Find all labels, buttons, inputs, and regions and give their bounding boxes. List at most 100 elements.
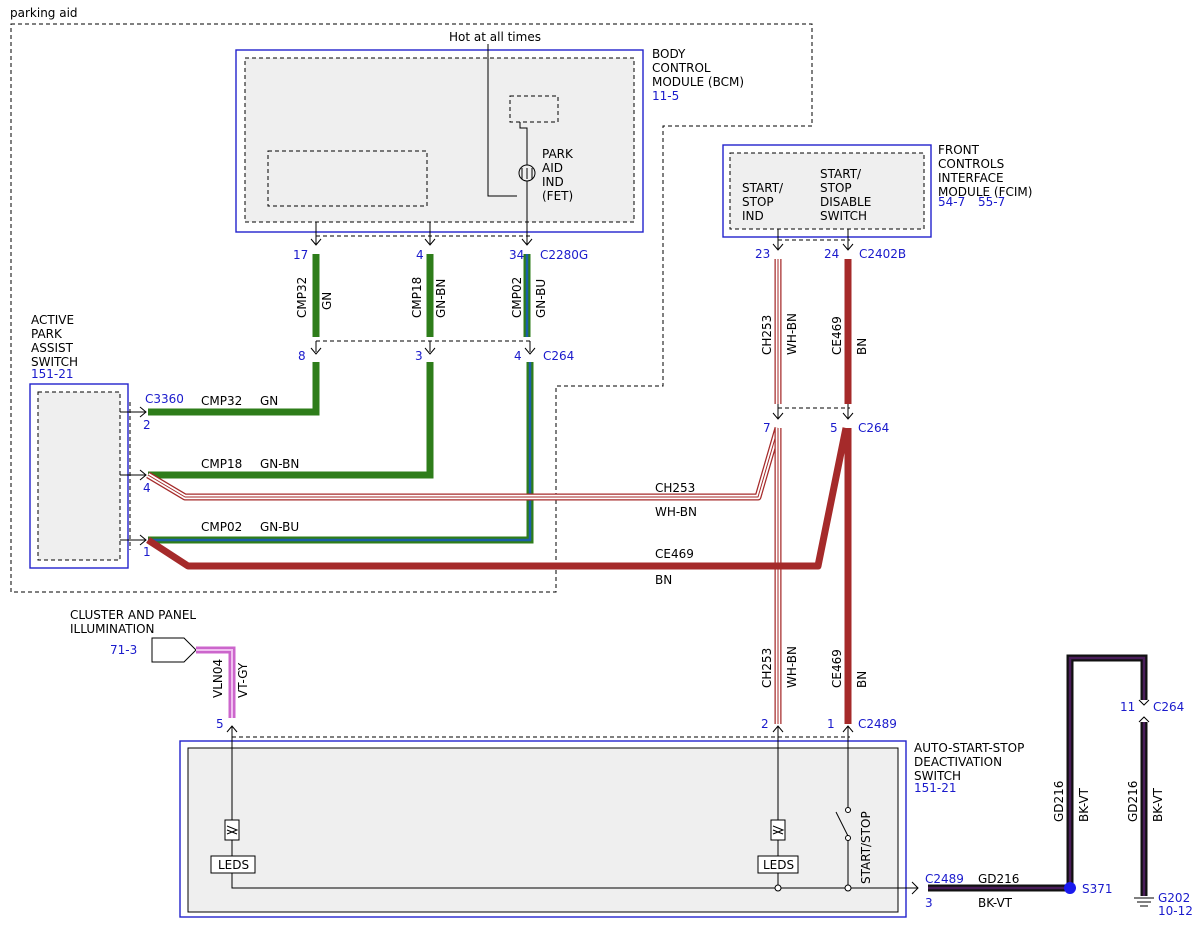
pin-3: 3 — [415, 349, 423, 363]
wire-label-ch253-h: CH253 — [655, 481, 695, 495]
apas-pin-arrows — [120, 406, 147, 546]
switch-contact-bottom — [845, 835, 851, 841]
pin-4-c264: 4 — [514, 349, 522, 363]
apas-body — [37, 391, 121, 561]
wire-label-cmp18-h: CMP18 — [201, 457, 242, 471]
svg-text:BN: BN — [855, 671, 869, 688]
switch-junction — [844, 884, 852, 892]
fcim-ref-1: 54-7 — [938, 195, 965, 209]
connector-c264-mid: C264 — [858, 421, 889, 435]
wire-cmp18 — [148, 254, 434, 479]
led1-resistor-coil — [226, 825, 239, 835]
wire-label-vln04: VLN04 — [211, 659, 225, 698]
wire-ce469 — [146, 259, 852, 724]
wire-label-whbn-h: WH-BN — [655, 505, 697, 519]
ass-pin-arrows — [226, 725, 854, 748]
wire-label-gnbu-h: GN-BU — [260, 520, 299, 534]
svg-text:GN-BN: GN-BN — [434, 279, 448, 318]
svg-text:CMP18: CMP18 — [410, 277, 424, 318]
bcm-fet-block — [509, 95, 559, 123]
ground-ref: 10-12 — [1158, 904, 1193, 918]
fcim-pin-arrows — [772, 229, 854, 251]
svg-text:CMP32: CMP32 — [295, 277, 309, 318]
wire-label-gd216-h: GD216 — [978, 872, 1019, 886]
wire-vln04 — [196, 646, 236, 718]
wire-label-cmp02-h: CMP02 — [201, 520, 242, 534]
c264-mid-pin-arrows — [772, 400, 854, 420]
pin-24: 24 — [824, 247, 839, 261]
ass-body — [187, 747, 899, 913]
svg-text:BN: BN — [855, 338, 869, 355]
region-title: parking aid — [10, 6, 78, 20]
pin-34: 34 — [509, 248, 524, 262]
fcim-body — [729, 152, 925, 230]
pin-8: 8 — [298, 349, 306, 363]
fcim-ind-label: START/ STOP IND — [742, 181, 787, 223]
led2-resistor-coil — [772, 825, 785, 835]
apas-outline — [29, 383, 129, 569]
svg-text:GN: GN — [320, 292, 334, 310]
ass-name: AUTO-START-STOP DEACTIVATION SWITCH — [914, 741, 1028, 783]
pin-4-apas: 4 — [143, 481, 151, 495]
svg-text:CMP02: CMP02 — [510, 277, 524, 318]
wire-label-gd216-v2: GD216 — [1126, 781, 1140, 822]
wire-labels-vertical-fcim: CH253 WH-BN CE469 BN CH253 WH-BN CE469 B… — [760, 313, 869, 688]
wire-label-bkvt-v1: BK-VT — [1077, 787, 1091, 822]
connector-c2489-bottom: C2489 — [925, 872, 964, 886]
fcim-outline — [722, 144, 932, 238]
connector-c2280g: C2280G — [540, 248, 588, 262]
bcm-body — [244, 57, 635, 223]
leds-1-label: LEDS — [218, 858, 249, 872]
ass-ref: 151-21 — [914, 781, 957, 795]
bcm-name: BODY CONTROL MODULE (BCM) — [652, 47, 744, 89]
splice-s371: S371 — [1082, 882, 1113, 896]
fcim-name: FRONT CONTROLS INTERFACE MODULE (FCIM) — [938, 143, 1032, 199]
svg-text:CH253: CH253 — [760, 315, 774, 355]
wire-label-bn-h: BN — [655, 573, 672, 587]
cluster-ref: 71-3 — [110, 643, 137, 657]
wire-label-vtgy: VT-GY — [236, 662, 250, 698]
connector-c3360: C3360 — [145, 392, 184, 406]
wire-cmp32 — [148, 254, 320, 416]
pin-17: 17 — [293, 248, 308, 262]
ground-g202: G202 — [1158, 891, 1190, 905]
wire-ch253 — [146, 259, 782, 724]
wire-label-gnbn-h: GN-BN — [260, 457, 299, 471]
wire-label-bkvt-v2: BK-VT — [1151, 787, 1165, 822]
ground-icon — [1134, 897, 1154, 907]
pin-4-bcm: 4 — [416, 248, 424, 262]
svg-text:GN-BU: GN-BU — [534, 279, 548, 318]
svg-text:CE469: CE469 — [830, 649, 844, 688]
c264-ground-connector-icon — [1138, 699, 1150, 723]
bcm-fet-label: PARK AID IND (FET) — [542, 147, 577, 203]
led2-junction — [774, 884, 782, 892]
cluster-name: CLUSTER AND PANEL ILLUMINATION — [70, 608, 200, 636]
c264-gn-pin-arrows — [310, 341, 536, 355]
fcim-switch-label: START/ STOP DISABLE SWITCH — [820, 167, 875, 223]
start-stop-label: START/STOP — [859, 811, 873, 884]
wire-label-bkvt-h: BK-VT — [978, 896, 1013, 910]
pin-2-apas: 2 — [143, 418, 151, 432]
svg-text:CH253: CH253 — [760, 648, 774, 688]
svg-text:CE469: CE469 — [830, 316, 844, 355]
wire-label-cmp32-h: CMP32 — [201, 394, 242, 408]
hot-feed-line — [487, 44, 517, 197]
wire-label-gn-h: GN — [260, 394, 278, 408]
wire-cmp02 — [148, 254, 534, 544]
bcm-internal-block — [267, 150, 428, 207]
wire-label-gd216-v1: GD216 — [1052, 781, 1066, 822]
connector-c2489-top: C2489 — [858, 717, 897, 731]
wire-gd216 — [928, 654, 1148, 896]
pin-1-apas: 1 — [143, 545, 151, 559]
bcm-ref: 11-5 — [652, 89, 679, 103]
ass-ground-bus — [231, 873, 918, 889]
pin-23: 23 — [755, 247, 770, 261]
start-stop-switch-icon — [835, 811, 849, 837]
connector-c264-gn: C264 — [543, 349, 574, 363]
c2489-pin3-arrow — [911, 881, 919, 895]
connector-c264-ground: C264 — [1153, 700, 1184, 714]
pin-11: 11 — [1120, 700, 1135, 714]
cluster-connector-icon — [151, 637, 197, 663]
bcm-outline — [235, 49, 644, 233]
